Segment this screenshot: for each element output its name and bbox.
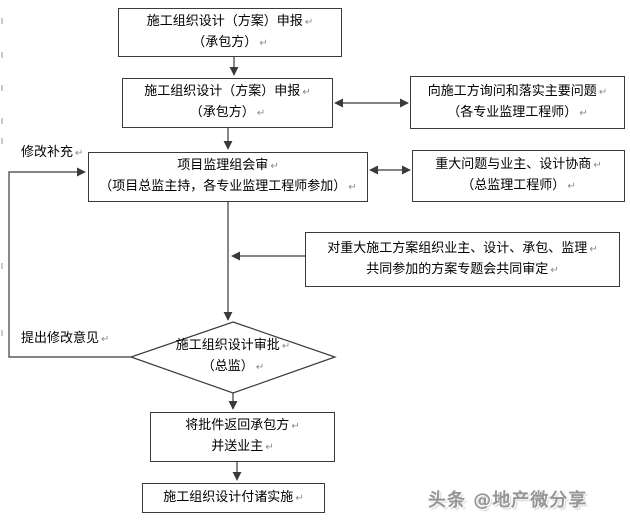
return-mark: ↵ xyxy=(567,181,576,192)
node-line: （总监理工程师）↵ xyxy=(461,176,575,197)
decision-diamond-shape xyxy=(129,321,337,394)
node-line: 项目监理组会审↵ xyxy=(177,156,278,177)
node-major-issues-text-2: （总监理工程师） xyxy=(461,178,566,193)
return-mark: ↵ xyxy=(265,442,274,453)
node-declare-2: 施工组织设计（方案）申报↵ （承包方）↵ xyxy=(122,78,333,128)
node-line: （项目总监主持，各专业监理工程师参加）↵ xyxy=(99,177,356,198)
node-line: 向施工方询问和落实主要问题↵ xyxy=(428,82,607,103)
margin-mark xyxy=(1,52,3,58)
margin-mark xyxy=(1,138,3,144)
margin-mark xyxy=(1,330,3,336)
node-return-approval-text-2: 并送业主 xyxy=(211,439,264,454)
edge-label-propose-modifications: 提出修改意见↵ xyxy=(20,327,111,346)
return-mark: ↵ xyxy=(598,86,608,98)
node-approval-text-1: 施工组织设计审批 xyxy=(175,338,280,353)
node-declare-1-text-2: （承包方） xyxy=(192,34,258,50)
return-mark: ↵ xyxy=(295,492,304,504)
edge-label-modify-supplement-text: 修改补充 xyxy=(21,145,74,160)
node-line: 共同参加的方案专题会共同审定↵ xyxy=(366,260,558,281)
node-declare-1-text-1: 施工组织设计（方案）申报 xyxy=(146,13,303,29)
node-declare-1: 施工组织设计（方案）申报↵ （承包方）↵ xyxy=(118,8,342,57)
return-mark: ↵ xyxy=(589,243,598,255)
node-joint-review-text-2: （项目总监主持，各专业监理工程师参加） xyxy=(99,179,347,194)
node-special-meeting: 对重大施工方案组织业主、设计、承包、监理↵ 共同参加的方案专题会共同审定↵ xyxy=(305,232,620,287)
return-mark: ↵ xyxy=(291,421,300,432)
edge-label-propose-modifications-text: 提出修改意见 xyxy=(21,331,100,346)
node-joint-review-text-1: 项目监理组会审 xyxy=(177,158,269,173)
margin-mark xyxy=(1,118,3,124)
node-return-approval-text-1: 将批件返回承包方 xyxy=(185,418,290,433)
return-mark: ↵ xyxy=(281,341,291,352)
node-line: （总监）↵ xyxy=(202,357,264,378)
edge-approval-feedback-loop xyxy=(8,167,131,358)
edge-label-modify-supplement: 修改补充↵ xyxy=(20,141,85,160)
margin-mark xyxy=(1,263,3,269)
node-line: 并送业主↵ xyxy=(211,437,273,458)
node-line: （承包方）↵ xyxy=(190,103,265,124)
watermark: 头条 @地产微分享 xyxy=(428,490,588,511)
node-major-issues: 重大问题与业主、设计协商↵ （总监理工程师）↵ xyxy=(412,150,625,202)
node-implementation-text-1: 施工组织设计付诸实施 xyxy=(163,489,294,505)
node-declare-2-text-2: （承包方） xyxy=(189,105,255,120)
return-mark: ↵ xyxy=(75,148,84,159)
node-line: 重大问题与业主、设计协商↵ xyxy=(435,155,601,176)
return-mark: ↵ xyxy=(259,37,268,49)
return-mark: ↵ xyxy=(348,182,357,193)
return-mark: ↵ xyxy=(255,362,265,373)
node-approval-text-2: （总监） xyxy=(201,359,254,374)
node-approval-decision: 施工组织设计审批↵ （总监）↵ xyxy=(150,328,316,386)
node-line: 施工组织设计审批↵ xyxy=(176,336,290,357)
return-mark: ↵ xyxy=(302,87,311,98)
return-mark: ↵ xyxy=(256,108,266,119)
node-line: （各专业监理工程师）↵ xyxy=(447,103,587,124)
return-mark: ↵ xyxy=(304,16,314,28)
node-inquiry-text-2: （各专业监理工程师） xyxy=(447,104,578,120)
node-joint-review: 项目监理组会审↵ （项目总监主持，各专业监理工程师参加）↵ xyxy=(88,152,368,202)
return-mark: ↵ xyxy=(101,334,110,345)
return-mark: ↵ xyxy=(550,264,559,276)
node-special-meeting-text-1: 对重大施工方案组织业主、设计、承包、监理 xyxy=(327,240,588,256)
node-declare-2-text-1: 施工组织设计（方案）申报 xyxy=(144,84,301,99)
margin-mark xyxy=(1,85,3,91)
node-line: 施工组织设计（方案）申报↵ xyxy=(144,82,310,103)
return-mark: ↵ xyxy=(593,160,602,171)
node-return-approval: 将批件返回承包方↵ 并送业主↵ xyxy=(150,412,335,462)
node-line: 将批件返回承包方↵ xyxy=(185,416,299,437)
return-mark: ↵ xyxy=(579,107,588,119)
return-mark: ↵ xyxy=(270,161,279,172)
margin-mark xyxy=(1,18,3,24)
node-line: （承包方）↵ xyxy=(192,33,267,54)
node-inquiry: 向施工方询问和落实主要问题↵ （各专业监理工程师）↵ xyxy=(410,76,625,129)
node-line: 施工组织设计付诸实施↵ xyxy=(163,488,303,509)
node-special-meeting-text-2: 共同参加的方案专题会共同审定 xyxy=(366,261,549,277)
node-major-issues-text-1: 重大问题与业主、设计协商 xyxy=(435,157,592,172)
node-line: 施工组织设计（方案）申报↵ xyxy=(147,12,313,33)
node-inquiry-text-1: 向施工方询问和落实主要问题 xyxy=(427,83,597,99)
node-line: 对重大施工方案组织业主、设计、承包、监理↵ xyxy=(327,239,597,260)
node-implementation: 施工组织设计付诸实施↵ xyxy=(142,483,325,513)
